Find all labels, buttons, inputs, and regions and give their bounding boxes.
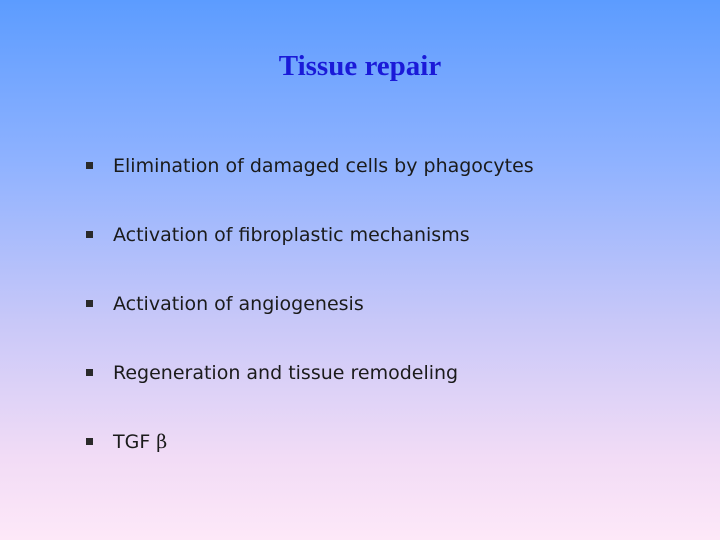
- square-bullet-icon: [86, 300, 93, 307]
- bullet-item: Elimination of damaged cells by phagocyt…: [86, 148, 534, 183]
- bullet-item: Activation of angiogenesis: [86, 286, 534, 321]
- beta-symbol: β: [156, 430, 168, 453]
- bullet-text: Elimination of damaged cells by phagocyt…: [113, 154, 534, 177]
- bullet-item: Regeneration and tissue remodeling: [86, 355, 534, 390]
- bullet-text: Activation of angiogenesis: [113, 292, 364, 315]
- slide-title: Tissue repair: [278, 50, 442, 82]
- bullet-list: Elimination of damaged cells by phagocyt…: [86, 148, 534, 493]
- square-bullet-icon: [86, 369, 93, 376]
- square-bullet-icon: [86, 231, 93, 238]
- bullet-item: TGF β: [86, 424, 534, 459]
- bullet-item: Activation of fibroplastic mechanisms: [86, 217, 534, 252]
- bullet-text: TGF: [113, 430, 151, 453]
- square-bullet-icon: [86, 438, 93, 445]
- square-bullet-icon: [86, 162, 93, 169]
- bullet-text: Activation of fibroplastic mechanisms: [113, 223, 470, 246]
- bullet-text: Regeneration and tissue remodeling: [113, 361, 459, 384]
